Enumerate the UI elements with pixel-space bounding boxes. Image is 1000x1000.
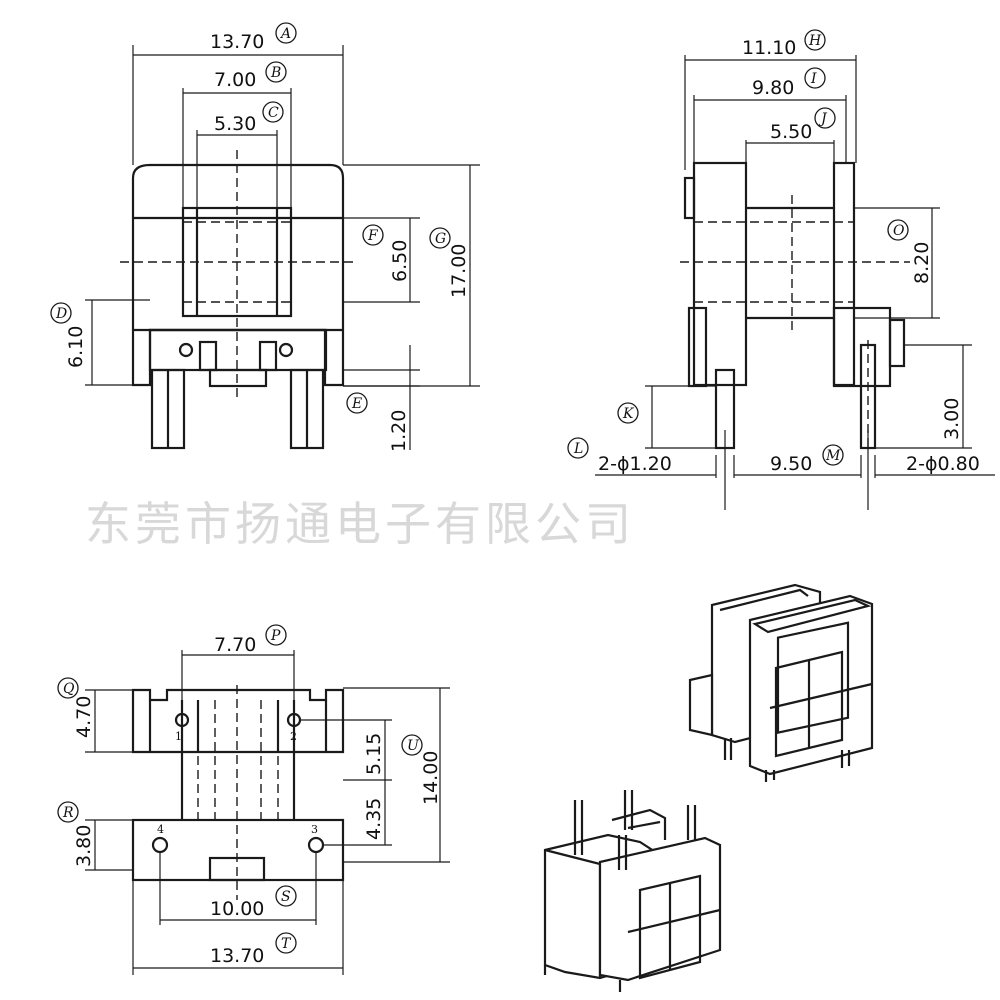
isometric-view-1 — [688, 583, 874, 782]
dim-r-value: 3.80 — [73, 825, 95, 867]
dim-pin-small-value: 2-ϕ0.80 — [906, 453, 980, 475]
dim-h-label: H — [808, 33, 822, 49]
dim-s-label: S — [281, 889, 291, 905]
dim-x-value: 5.15 — [363, 733, 385, 775]
dim-t-label: T — [281, 936, 292, 952]
dim-e-value: 1.20 — [388, 410, 410, 452]
dim-j-value: 5.50 — [770, 121, 812, 143]
dim-m-value: 9.50 — [770, 453, 812, 475]
dim-h-value: 11.10 — [742, 37, 796, 59]
front-view: 13.70 A 7.00 B 5.30 C 6.10 D 1.20 E — [50, 22, 480, 452]
company-watermark: 东莞市扬通电子有限公司 — [85, 497, 635, 551]
dim-a-value: 13.70 — [210, 31, 264, 53]
dim-n-value: 3.00 — [941, 398, 963, 440]
dim-r-label: R — [62, 805, 74, 821]
dim-y-value: 4.35 — [363, 798, 385, 840]
dim-f-value: 6.50 — [389, 240, 411, 282]
dim-d-label: D — [55, 306, 67, 322]
dim-l-label: L — [573, 441, 583, 457]
dim-p-value: 7.70 — [214, 634, 256, 656]
dim-p-label: P — [270, 628, 281, 644]
dim-i-value: 9.80 — [752, 77, 794, 99]
dim-b-label: B — [270, 65, 281, 81]
dim-f-label: F — [367, 228, 379, 244]
isometric-view-2 — [543, 790, 722, 992]
dim-g-value: 17.00 — [448, 244, 470, 298]
dim-e-label: E — [351, 396, 362, 412]
pin-label-3: 3 — [311, 823, 318, 836]
dim-b-value: 7.00 — [214, 69, 256, 91]
side-view: 11.10 H 9.80 I 5.50 J K 8.20 O 3.0 — [567, 29, 995, 510]
dim-k-label: K — [622, 406, 635, 422]
dim-o-label: O — [893, 223, 905, 239]
dim-l-value: 2-ϕ1.20 — [598, 453, 672, 475]
dim-c-value: 5.30 — [214, 113, 256, 135]
pin-label-4: 4 — [157, 823, 164, 836]
dim-q-label: Q — [63, 681, 75, 697]
dim-u-value: 14.00 — [420, 751, 442, 805]
dim-o-value: 8.20 — [911, 242, 933, 284]
dim-s-value: 10.00 — [210, 898, 264, 920]
dim-i-label: I — [810, 71, 817, 87]
pin-label-1: 1 — [175, 730, 182, 743]
dim-m-label: M — [825, 448, 841, 464]
bottom-view: 1 2 3 4 7.70 P 4.70 Q 3.80 R 14.00 U — [57, 624, 450, 975]
dim-t-value: 13.70 — [210, 945, 264, 967]
dim-g-label: G — [435, 231, 446, 247]
dim-j-label: J — [818, 111, 828, 127]
dim-d-value: 6.10 — [65, 326, 87, 368]
dim-q-value: 4.70 — [73, 696, 95, 738]
dim-a-label: A — [279, 26, 291, 42]
dim-u-label: U — [407, 738, 420, 754]
pin-label-2: 2 — [290, 730, 297, 743]
dim-c-label: C — [268, 105, 279, 121]
